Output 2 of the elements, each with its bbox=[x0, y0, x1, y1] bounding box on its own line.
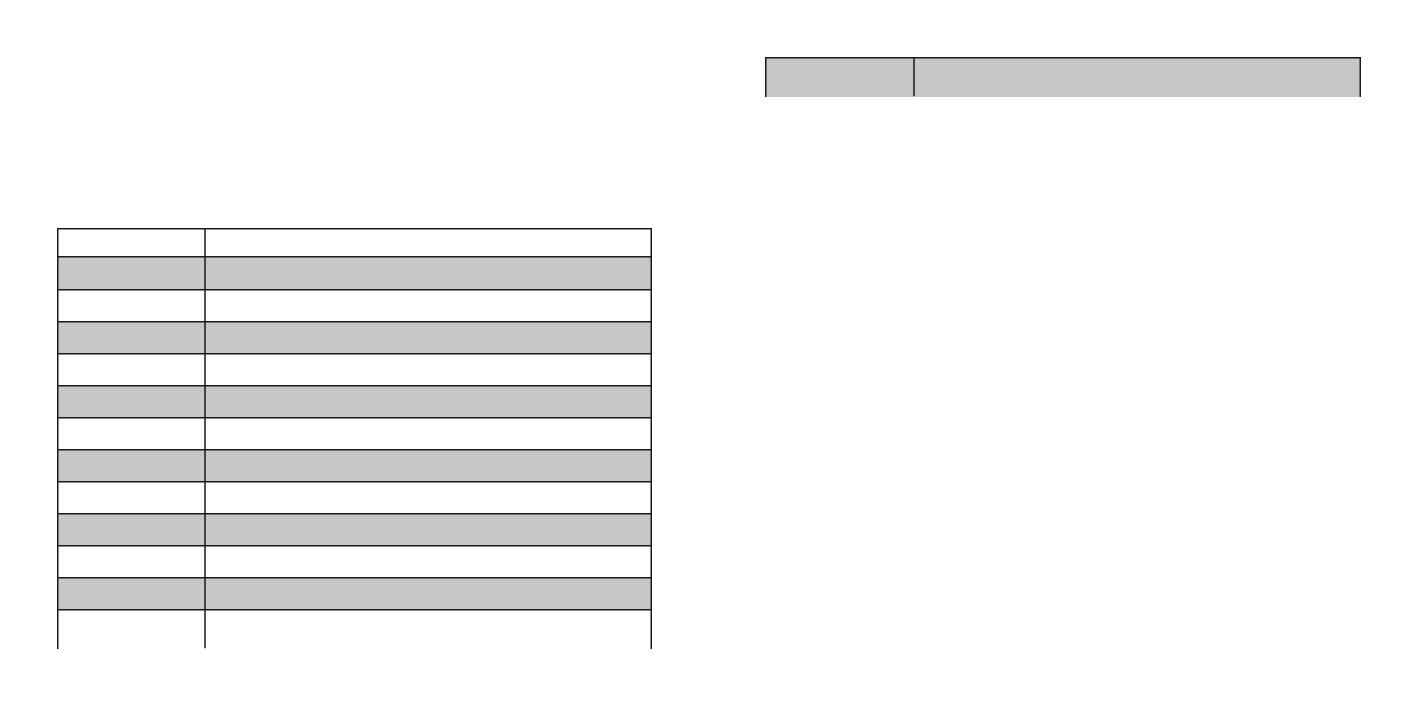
blank-table bbox=[765, 57, 1361, 97]
blank-table bbox=[57, 228, 652, 649]
